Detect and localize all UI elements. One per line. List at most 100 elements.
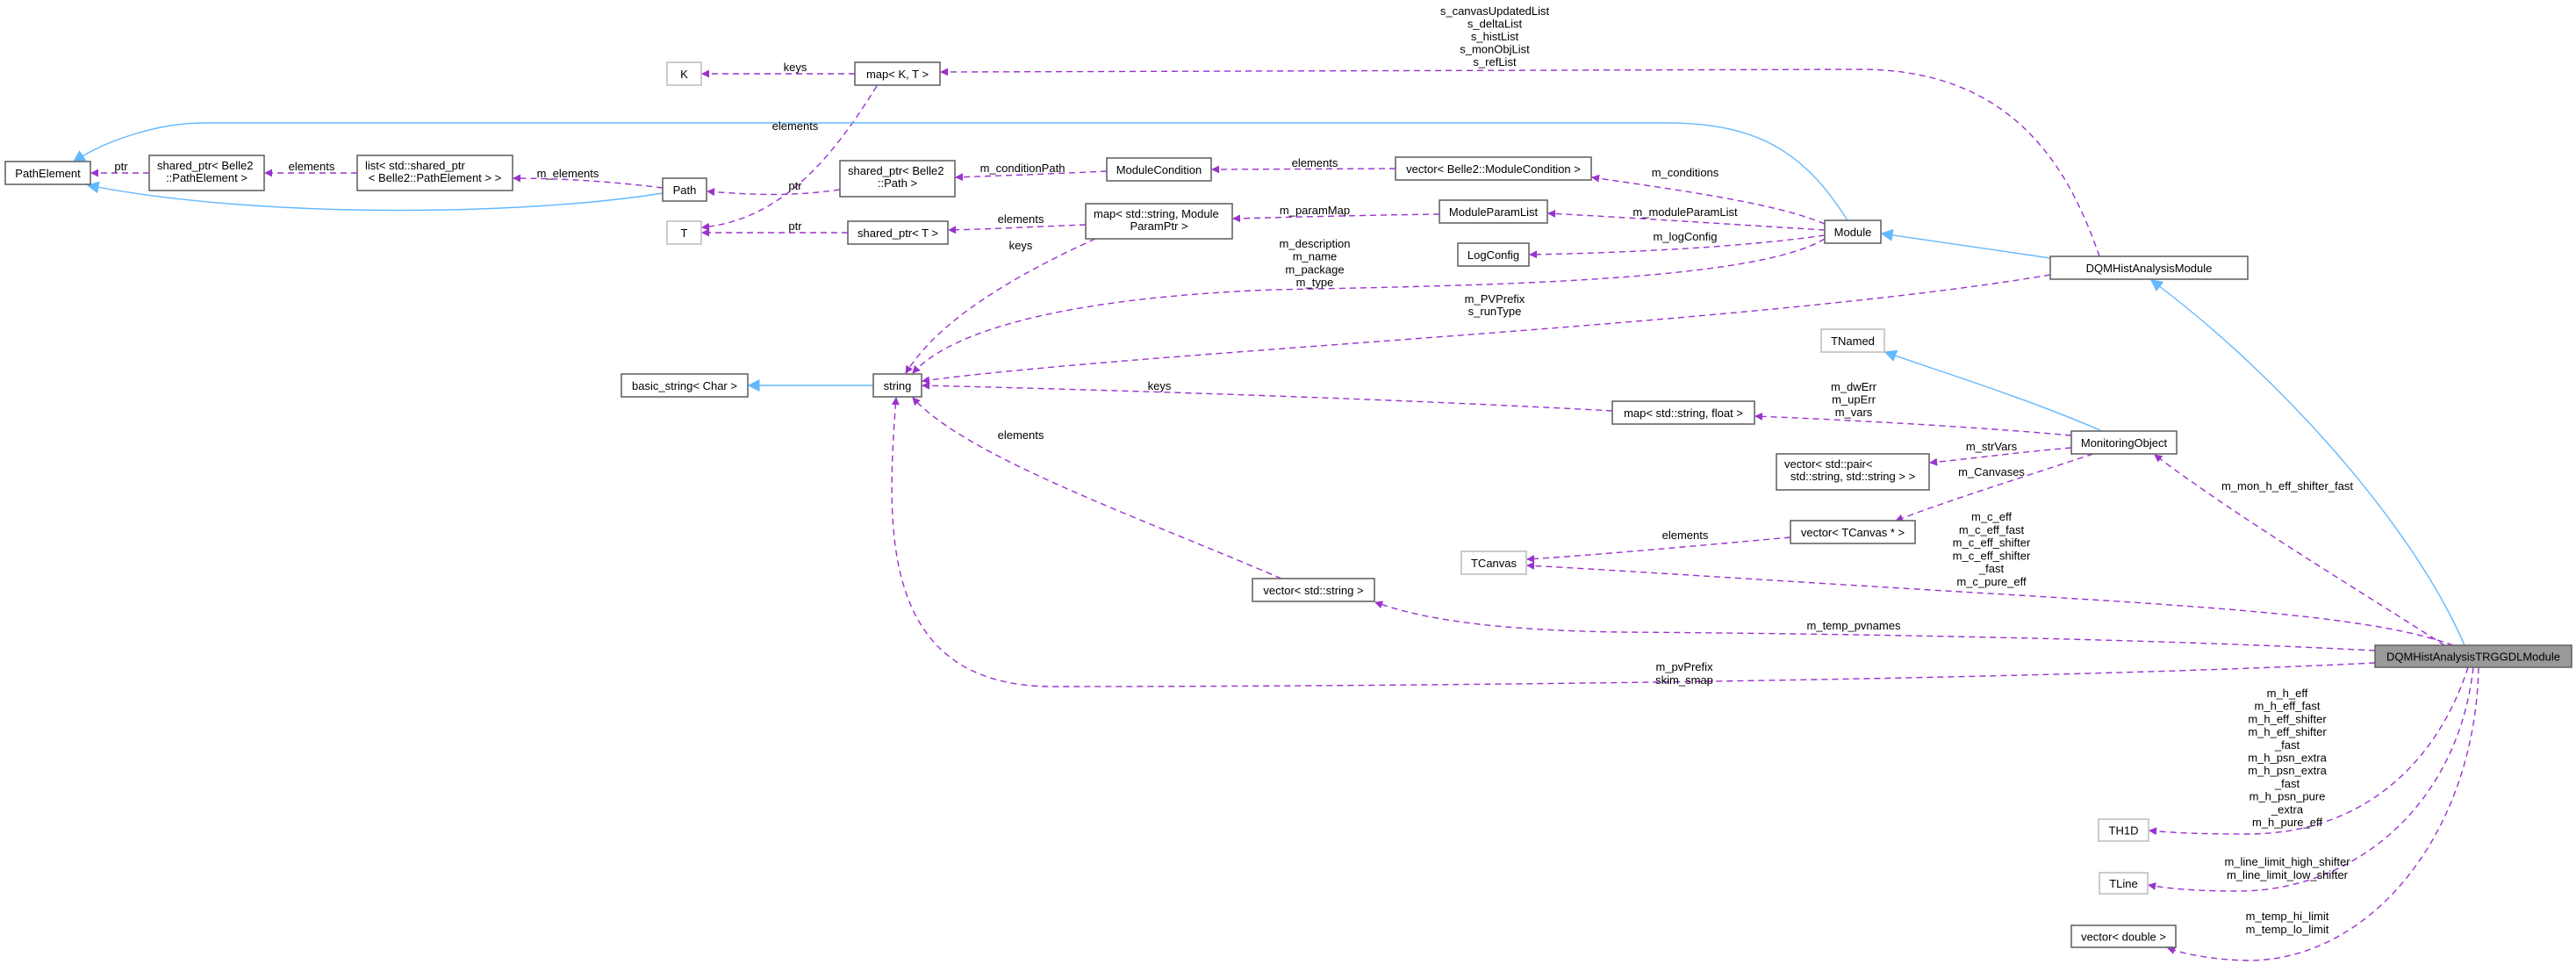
class-box <box>4 161 91 185</box>
class-node-string[interactable]: string <box>872 373 922 398</box>
edge-label-line: s_deltaList <box>1467 18 1523 31</box>
edge-label-line: s_monObjList <box>1460 43 1530 56</box>
class-node-vec-string[interactable]: vector< std::string > <box>1252 578 1375 602</box>
class-name: TLine <box>2109 877 2138 890</box>
edge-label: elements <box>998 428 1044 442</box>
class-node-pathelement[interactable]: PathElement <box>4 161 91 185</box>
edge-label: m_moduleParamList <box>1632 205 1738 219</box>
edge-label-line: s_histList <box>1471 30 1519 43</box>
class-name-line: basic_string< Char > <box>632 379 737 392</box>
class-name-line: TCanvas <box>1471 557 1518 570</box>
edge-label: m_elements <box>537 167 599 180</box>
edge-label-line: m_c_eff_shifter <box>1953 536 2031 550</box>
class-node-vec-tcanvas[interactable]: vector< TCanvas * > <box>1790 520 1916 544</box>
class-node-vec-modcond[interactable]: vector< Belle2::ModuleCondition > <box>1395 156 1592 181</box>
class-node-module[interactable]: Module <box>1824 219 1882 244</box>
class-box <box>666 61 702 86</box>
class-box <box>872 373 922 398</box>
usage-edge-DQMHistAnalysisModule-to-string <box>922 274 2051 385</box>
usage-edge-Module-to-LogConfig <box>1529 234 1826 259</box>
usage-edge-sp_path-to-Path <box>707 188 841 197</box>
class-node-logconfig[interactable]: LogConfig <box>1457 242 1530 267</box>
class-node-list-sp[interactable]: list< std::shared_ptr< Belle2::PathEleme… <box>356 155 513 191</box>
class-node-map-sf[interactable]: map< std::string, float > <box>1611 400 1755 425</box>
class-node-tcanvas[interactable]: TCanvas <box>1460 550 1527 575</box>
class-name: ModuleCondition <box>1116 163 1202 176</box>
class-node-th1d[interactable]: TH1D <box>2098 818 2149 842</box>
class-node-tline[interactable]: TLine <box>2099 872 2149 895</box>
edge-label: elements <box>289 160 335 173</box>
class-box <box>1820 328 1885 353</box>
class-node-moduleparamlist[interactable]: ModuleParamList <box>1439 199 1548 224</box>
class-node-vec-pair[interactable]: vector< std::pair<std::string, std::stri… <box>1776 453 1930 491</box>
class-name: vector< Belle2::ModuleCondition > <box>1406 162 1581 176</box>
class-node-sp-pathelement[interactable]: shared_ptr< Belle2::PathElement > <box>148 155 265 191</box>
edge-label-line: m_Canvases <box>1958 465 2025 478</box>
edge-label: keys <box>1009 239 1033 252</box>
edge-label-line: m_c_eff_fast <box>1959 523 2025 536</box>
usage-edge-ModuleParamList-to-map_mpp <box>1232 213 1440 223</box>
class-node-tnamed[interactable]: TNamed <box>1820 328 1885 353</box>
class-node-basic-string[interactable]: basic_string< Char > <box>621 373 749 398</box>
class-name: vector< std::string > <box>1263 584 1363 597</box>
class-node-sp-t[interactable]: shared_ptr< T > <box>847 220 949 245</box>
class-box <box>666 220 702 245</box>
class-name-line: shared_ptr< T > <box>857 227 938 240</box>
class-node-map-kt[interactable]: map< K, T > <box>854 61 941 86</box>
class-name-line: LogConfig <box>1467 248 1519 262</box>
usage-edge-map_mpp-to-string <box>905 238 1096 374</box>
usage-edge-DQMHistAnalysisModule-to-map_kt <box>940 68 2100 257</box>
class-name-line: ::Path > <box>878 176 917 190</box>
usage-edge-ModuleCondition-to-sp_path <box>955 170 1108 182</box>
class-name-line: TLine <box>2109 877 2138 890</box>
class-name-line: Path <box>673 183 697 197</box>
edge-label-line: m_paramMap <box>1280 204 1350 217</box>
class-name-line: shared_ptr< Belle2 <box>157 159 254 172</box>
class-name: Path <box>673 183 697 197</box>
class-box <box>148 155 265 191</box>
edge-label-line: m_vars <box>1835 406 1873 419</box>
nodes-layer: PathElement shared_ptr< Belle2::PathEleme… <box>4 61 2572 948</box>
edge-label: m_strVars <box>1966 440 2018 453</box>
class-name: MonitoringObject <box>2081 436 2168 450</box>
class-node-path[interactable]: Path <box>662 177 707 202</box>
class-box <box>839 160 956 198</box>
usage-edge-vec_string-to-string <box>912 397 1282 579</box>
class-name-line: map< std::string, Module <box>1094 207 1219 220</box>
edge-label-line: m_c_eff_shifter <box>1953 549 2031 562</box>
class-node-k[interactable]: K <box>666 61 702 86</box>
edge-label-line: _fast <box>1978 562 2005 575</box>
inheritance-edge-MonitoringObject-to-TNamed <box>1884 349 2103 432</box>
edge-label-line: s_refList <box>1473 55 1517 68</box>
class-name: TH1D <box>2109 824 2139 838</box>
edge-label-line: skim_smap <box>1655 673 1713 687</box>
edge-label-line: m_h_pure_eff <box>2252 816 2322 829</box>
class-name-line: ::PathElement > <box>166 171 248 184</box>
class-node-sp-path[interactable]: shared_ptr< Belle2::Path > <box>839 160 956 198</box>
class-name-line: < Belle2::PathElement > > <box>369 171 501 184</box>
edge-label-line: m_description <box>1280 237 1351 250</box>
class-name: shared_ptr< Belle2::PathElement > <box>157 159 254 184</box>
class-name: K <box>680 68 688 81</box>
edge-label-line: keys <box>1009 239 1033 252</box>
class-name: LogConfig <box>1467 248 1519 262</box>
class-node-vec-double[interactable]: vector< double > <box>2070 924 2177 948</box>
usage-edge-map_kt-to-T <box>701 85 878 231</box>
class-node-t[interactable]: T <box>666 220 702 245</box>
class-box <box>2099 872 2149 895</box>
class-node-dqmhistanalysismodule[interactable]: DQMHistAnalysisModule <box>2049 255 2249 280</box>
usage-edge-TRGGDL-to-TCanvas <box>1526 561 2454 646</box>
class-node-monitoringobject[interactable]: MonitoringObject <box>2070 430 2178 455</box>
class-name-line: ParamPtr > <box>1130 219 1188 233</box>
usage-edge-Module-to-vec_modcond <box>1591 174 1826 225</box>
class-box <box>1790 520 1916 544</box>
class-node-modulecondition[interactable]: ModuleCondition <box>1106 157 1212 182</box>
edge-label-line: m_logConfig <box>1654 230 1718 243</box>
class-node-trggdl[interactable]: DQMHistAnalysisTRGGDLModule <box>2374 644 2572 668</box>
